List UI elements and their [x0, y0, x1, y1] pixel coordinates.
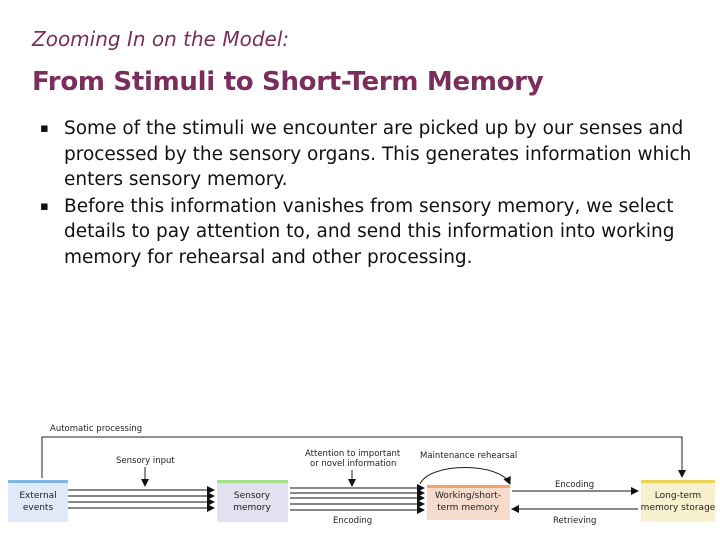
sensory-input-label: Sensory input [116, 456, 175, 466]
external-events-label-line1: External [19, 491, 56, 501]
square-bullet-icon: ▪ [40, 121, 49, 136]
bullet-item: ▪ Some of the stimuli we encounter are p… [40, 116, 705, 193]
retrieving-label: Retrieving [553, 516, 596, 526]
encoding-top-label: Encoding [555, 480, 594, 490]
external-events-label-line2: events [23, 503, 54, 513]
automatic-processing-label: Automatic processing [50, 424, 142, 434]
maintenance-rehearsal-label: Maintenance rehearsal [420, 451, 517, 461]
attention-label-line1: Attention to important [305, 449, 401, 459]
bullet-text: Some of the stimuli we encounter are pic… [64, 118, 692, 190]
long-term-memory-box: Long-term memory storage [641, 480, 716, 522]
maintenance-rehearsal-loop [419, 467, 511, 485]
working-memory-label-line1: Working/short- [435, 491, 501, 501]
bullet-item: ▪ Before this information vanishes from … [40, 194, 705, 271]
bullet-list: ▪ Some of the stimuli we encounter are p… [40, 116, 705, 271]
sensory-memory-label-line1: Sensory [234, 491, 271, 501]
sensory-memory-label-line2: memory [233, 503, 271, 513]
long-term-memory-label-line2: memory storage [641, 503, 716, 513]
slide-subtitle: Zooming In on the Model: [32, 27, 290, 51]
square-bullet-icon: ▪ [40, 198, 49, 214]
long-term-memory-label-line1: Long-term [655, 491, 701, 501]
encoding-bottom-label: Encoding [333, 516, 372, 526]
automatic-processing-path [41, 436, 686, 478]
sensory-to-working-arrows [290, 484, 425, 514]
slide-title: From Stimuli to Short-Term Memory [32, 67, 544, 97]
external-to-sensory-arrows [68, 486, 215, 512]
sensory-memory-box: Sensory memory [217, 480, 288, 522]
external-events-box: External events [8, 480, 68, 522]
bullet-text: Before this information vanishes from se… [64, 195, 675, 268]
working-memory-label-line2: term memory [437, 503, 500, 513]
working-memory-box: Working/short- term memory [427, 485, 510, 520]
attention-label-line2: or novel information [310, 459, 396, 469]
